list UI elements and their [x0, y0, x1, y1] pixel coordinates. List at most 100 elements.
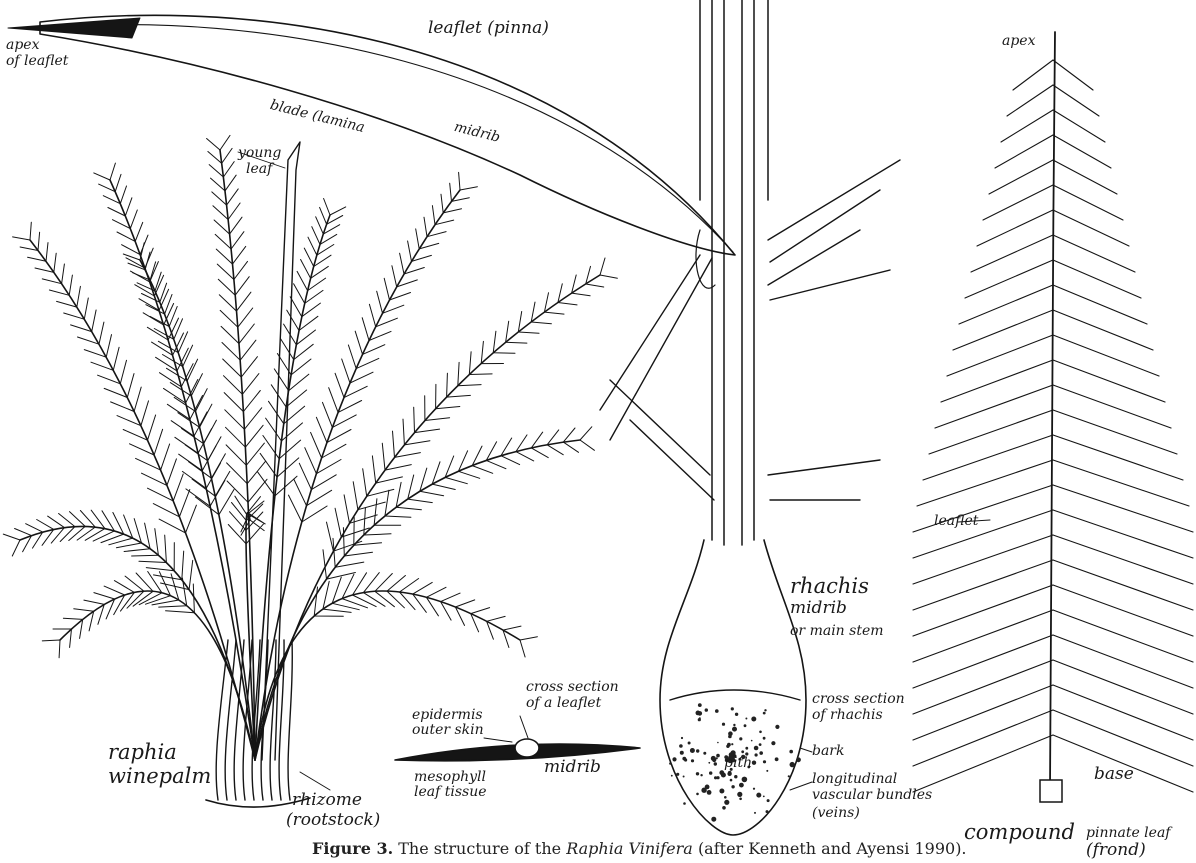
figure-caption: Figure 3. The structure of the Raphia Vi…: [312, 840, 967, 857]
longitudinal-label: longitudinal: [812, 772, 897, 786]
bundle-dot: [696, 749, 699, 752]
bundle-dot: [790, 762, 795, 767]
bundle-dot: [716, 754, 720, 758]
bundle-dot: [771, 741, 775, 745]
compound-frond-drawing: [913, 32, 1193, 802]
pith-label: pith: [724, 756, 752, 770]
bundle-dot: [755, 753, 758, 756]
bundle-dot: [759, 751, 763, 755]
rhachis-stub-right-2: [768, 230, 890, 300]
bundle-dot: [751, 740, 753, 742]
veins-label: (veins): [812, 806, 860, 820]
bundle-dot: [739, 783, 744, 788]
bundle-dot: [744, 724, 747, 727]
caption-source: (after Kenneth and Ayensi 1990).: [698, 839, 967, 858]
bundle-dot: [709, 771, 712, 774]
bundle-dot: [734, 775, 737, 778]
bundle-dot: [679, 744, 683, 748]
bundle-dot: [739, 798, 742, 801]
bundle-dot: [681, 737, 683, 739]
bundle-dot: [775, 757, 779, 761]
cross-section-rhachis-label: cross section: [812, 692, 905, 706]
bundle-dot: [717, 742, 719, 744]
bundle-dot: [731, 743, 733, 745]
bundle-dot: [788, 775, 790, 777]
bundle-dot: [731, 785, 734, 788]
bundle-dot: [715, 709, 719, 713]
bundle-dot: [726, 745, 729, 748]
bundle-dot: [763, 712, 766, 715]
frond-label: (frond): [1086, 842, 1146, 859]
winepalm-label: winepalm: [108, 766, 211, 787]
bundle-dot: [764, 709, 766, 711]
bundle-dot: [728, 731, 733, 736]
bundle-dot: [690, 748, 695, 753]
bundle-dot: [721, 773, 726, 778]
palm-frond-rachis: [20, 526, 255, 760]
bundle-dot: [741, 750, 744, 753]
bundle-dot: [698, 703, 702, 707]
bundle-dot: [775, 725, 779, 729]
bundle-dot: [753, 788, 755, 790]
bundle-dot: [703, 752, 706, 755]
leaflet-pinna-drawing: [8, 15, 735, 255]
bundle-dot: [698, 718, 701, 721]
midrib-section-label: midrib: [544, 759, 601, 776]
bundle-dot: [796, 757, 801, 762]
of-rhachis-label: of rhachis: [812, 708, 883, 722]
rootstock-label: (rootstock): [286, 812, 380, 829]
caption-figure-number: Figure 3.: [312, 839, 393, 858]
epidermis-pointer: [484, 738, 512, 742]
bundle-dot: [684, 758, 687, 761]
caption-text: The structure of the: [398, 839, 561, 858]
rhachis-left-groove: [712, 0, 724, 545]
pinnate-leaf-label: pinnate leaf: [1086, 826, 1170, 840]
leaf-tissue-label: leaf tissue: [414, 785, 487, 799]
vascular-pointer: [790, 782, 812, 790]
palm-leaflets: [289, 172, 478, 522]
leaflet-blade-outline: [40, 15, 735, 255]
bundle-dot: [671, 775, 673, 777]
bundle-dot: [727, 772, 731, 776]
rhachis-stub-left-1: [600, 255, 712, 440]
bundle-dot: [767, 799, 770, 802]
palm-leaflets: [327, 258, 618, 551]
bundle-dot: [739, 737, 742, 740]
bundle-dot: [691, 759, 694, 762]
leaflet-frond-label: leaflet: [934, 514, 978, 528]
bundle-dot: [669, 762, 671, 764]
bundle-dot: [696, 772, 699, 775]
bundle-dot: [766, 810, 769, 813]
caption-taxon: Raphia Vinifera: [566, 839, 693, 858]
rhachis-stub-right-3: [768, 460, 880, 500]
bundle-dot: [688, 742, 691, 745]
leaflet-pinna-label: leaflet (pinna): [428, 20, 549, 37]
rhachis-right-groove: [742, 0, 754, 545]
rhachis-outer: [700, 0, 768, 200]
bundle-dot: [676, 773, 679, 776]
bundle-dot: [730, 779, 733, 782]
bundle-dot: [751, 717, 756, 722]
bundle-dot: [737, 792, 742, 797]
bundle-dot: [696, 793, 699, 796]
bundle-dot: [763, 796, 765, 798]
bundle-dot: [731, 707, 734, 710]
main-stem-label: or main stem: [790, 624, 884, 638]
bundle-dot: [683, 802, 686, 805]
frond-base-stalk: [1040, 780, 1062, 802]
bundle-dot: [722, 723, 725, 726]
bundle-dot: [722, 806, 726, 810]
bundle-dot: [719, 789, 724, 794]
rhachis-stub-right-1: [768, 160, 900, 262]
bundle-dot: [789, 750, 793, 754]
bundle-dot: [756, 793, 761, 798]
bundle-dot: [707, 790, 712, 795]
leaflet-midrib: [40, 25, 733, 252]
cross-section-pointer: [520, 716, 528, 738]
outer-skin-label: outer skin: [412, 723, 484, 737]
bundle-dot: [745, 718, 747, 720]
base-label: base: [1094, 766, 1134, 783]
rhachis-label: rhachis: [790, 576, 869, 597]
